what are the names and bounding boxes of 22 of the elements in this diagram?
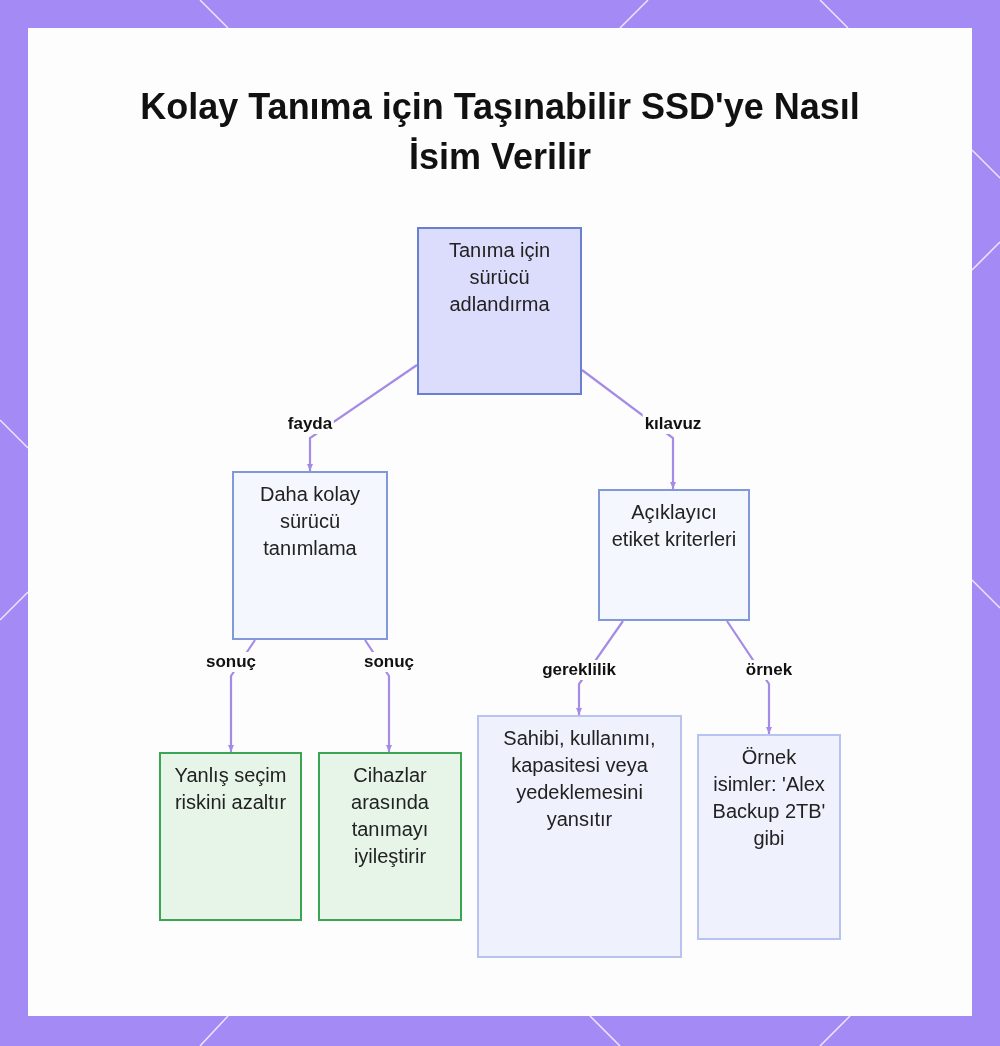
- node-text: Yanlış seçim riskini azaltır: [173, 763, 288, 815]
- process-box: [697, 734, 841, 940]
- node-text: Cihazlar arasında tanımayı iyileştirir: [350, 763, 430, 869]
- node-text: Örnek isimler: 'Alex Backup 2TB' gibi: [711, 745, 827, 851]
- node-text: Tanıma için sürücü adlandırma: [447, 238, 552, 317]
- edge-label: sonuç: [361, 652, 417, 672]
- node-text: Sahibi, kullanımı, kapasitesi veya yedeklemesini yansıtır: [502, 726, 657, 832]
- edge-label: gereklilik: [540, 660, 618, 680]
- edge-label: fayda: [285, 414, 335, 434]
- diagram-title: Kolay Tanıma için Taşınabilir SSD'ye Nasıl İsim Verilir: [139, 85, 861, 179]
- process-box: [477, 715, 682, 958]
- connector-arrow: [307, 364, 418, 471]
- process-box: [598, 489, 750, 621]
- edge-label: kılavuz: [642, 414, 704, 434]
- edge-label: sonuç: [203, 652, 259, 672]
- node-text: Daha kolay sürücü tanımlama: [258, 482, 362, 561]
- process-box: [232, 471, 388, 640]
- process-box: [318, 752, 462, 921]
- node-text: Açıklayıcı etiket kriterleri: [610, 500, 738, 552]
- process-box: [159, 752, 302, 921]
- process-box: [417, 227, 582, 395]
- edge-label: örnek: [743, 660, 795, 680]
